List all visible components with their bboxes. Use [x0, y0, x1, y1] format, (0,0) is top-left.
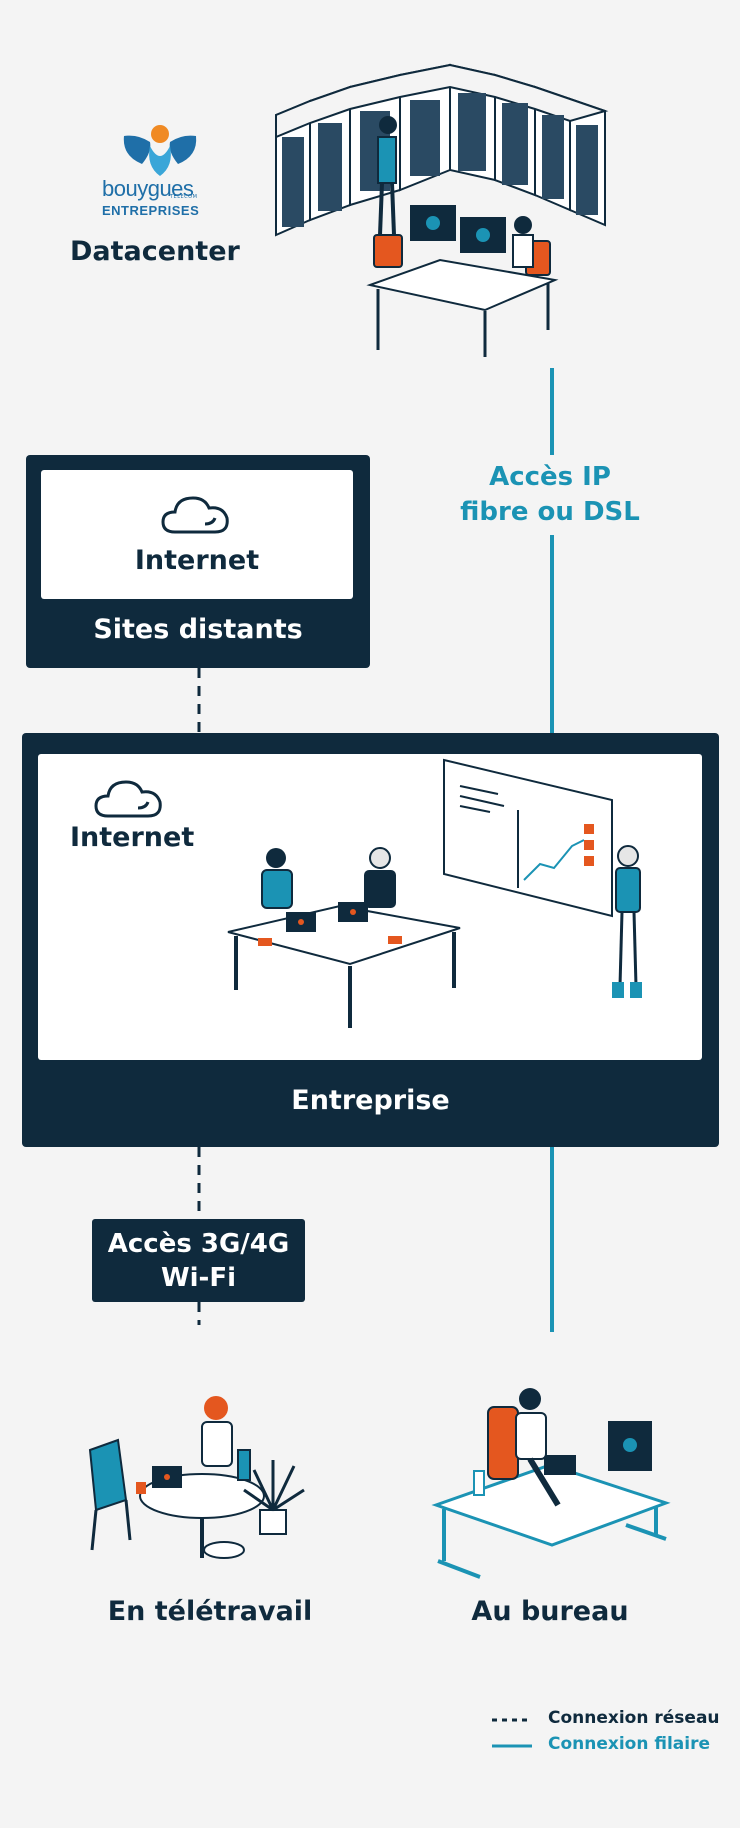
enterprise-box: Internet	[22, 733, 719, 1147]
cloud-icon	[94, 780, 162, 818]
legend-network-swatch	[492, 1718, 532, 1722]
brand-name: bouygues	[102, 176, 194, 201]
enterprise-inner: Internet	[38, 754, 702, 1060]
meeting-illustration	[227, 758, 642, 1028]
ip-access-line1: Accès IP	[489, 462, 611, 492]
legend-wired-swatch	[492, 1744, 532, 1748]
remote-sites-internet-label: Internet	[134, 545, 260, 576]
enterprise-title: Entreprise	[291, 1085, 450, 1116]
legend-network-label: Connexion réseau	[548, 1708, 720, 1728]
brand-telecom: TELECOM	[170, 194, 198, 200]
mobile-access-line2: Wi-Fi	[160, 1263, 237, 1293]
ip-access-line2: fibre ou DSL	[460, 497, 640, 527]
telework-label: En télétravail	[107, 1596, 313, 1627]
legend-wired-label: Connexion filaire	[548, 1734, 711, 1754]
datacenter-label: Datacenter	[70, 236, 240, 267]
remote-sites-title: Sites distants	[93, 614, 303, 645]
office-illustration	[431, 1388, 671, 1579]
office-label: Au bureau	[471, 1596, 629, 1627]
mobile-access-label: Accès 3G/4G Wi-Fi	[92, 1219, 305, 1302]
remote-sites-box: Internet Sites distants	[26, 455, 370, 668]
datacenter-illustration	[275, 63, 609, 357]
cloud-icon	[161, 496, 229, 534]
ip-access-label: Accès IP fibre ou DSL	[440, 460, 660, 530]
brand-sub: ENTREPRISES	[102, 203, 200, 218]
mobile-access-line1: Accès 3G/4G	[107, 1229, 290, 1259]
remote-sites-inner: Internet	[41, 470, 353, 599]
telework-illustration	[88, 1396, 305, 1559]
enterprise-internet-label: Internet	[70, 822, 195, 853]
bouygues-logo-icon	[123, 125, 197, 176]
